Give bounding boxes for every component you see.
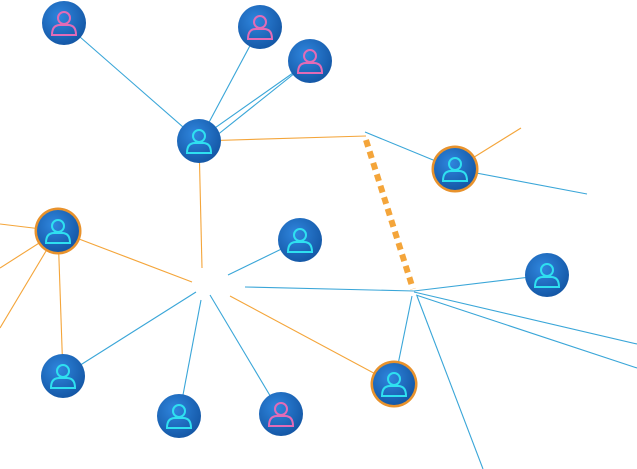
edge-blue-14 [62, 291, 197, 377]
user-node-u4[interactable] [177, 119, 221, 163]
user-node-u3[interactable] [288, 39, 332, 83]
user-node-u2[interactable] [238, 5, 282, 49]
edge-blue-10 [413, 291, 637, 345]
edge-orange-24 [57, 230, 64, 377]
edge-blue-12 [416, 295, 484, 469]
user-node-u8[interactable] [525, 253, 569, 297]
edge-blue-9 [413, 274, 548, 292]
user-node-u5[interactable] [431, 145, 479, 193]
user-icon [185, 129, 213, 154]
user-icon [533, 263, 561, 288]
user-node-u7[interactable] [278, 218, 322, 262]
edge-orange-20 [57, 230, 193, 283]
user-icon [267, 402, 295, 427]
edge-orange-17 [198, 135, 367, 142]
user-node-u1[interactable] [42, 1, 86, 45]
user-node-u6[interactable] [34, 207, 82, 255]
nodes-layer [34, 1, 569, 438]
user-node-u10[interactable] [157, 394, 201, 438]
user-icon [50, 11, 78, 36]
user-icon [246, 15, 274, 40]
user-icon [49, 364, 77, 389]
edge-orange-25 [229, 295, 395, 385]
user-icon [286, 228, 314, 253]
user-icon [44, 219, 72, 244]
edge-blue-11 [415, 294, 637, 369]
edge-blue-1 [63, 22, 200, 142]
user-node-u12[interactable] [370, 360, 418, 408]
user-icon [296, 49, 324, 74]
user-icon [165, 404, 193, 429]
user-icon [380, 372, 408, 397]
edge-blue-8 [244, 286, 415, 292]
edge-blue-16 [209, 294, 282, 415]
user-node-u9[interactable] [41, 354, 85, 398]
user-icon [441, 157, 469, 182]
user-node-u11[interactable] [259, 392, 303, 436]
dashed-link [363, 139, 416, 290]
